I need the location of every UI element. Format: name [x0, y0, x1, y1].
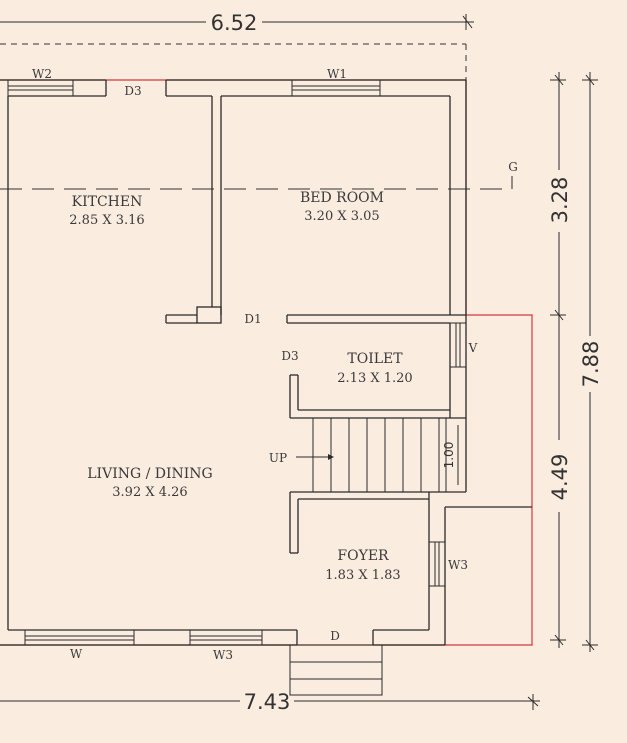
- roof-projection: [0, 43, 467, 80]
- dimension-lines: [0, 14, 598, 710]
- foyer-name: FOYER: [337, 548, 389, 564]
- dim-right-lower: 4.49: [548, 454, 572, 501]
- ventilator-v: [449, 322, 467, 368]
- label-w-bottom: W: [70, 647, 83, 661]
- foyer-size: 1.83 X 1.83: [325, 568, 400, 583]
- kitchen-name: KITCHEN: [72, 194, 143, 210]
- label-d1: D1: [244, 312, 261, 326]
- staircase: [296, 418, 447, 492]
- dim-right-total: 7.88: [579, 341, 603, 388]
- dim-top: 6.52: [211, 11, 258, 35]
- label-v: V: [468, 341, 478, 355]
- grid-label-g: G: [508, 160, 518, 174]
- bedroom-name: BED ROOM: [300, 190, 384, 206]
- window-w3-foyer: [428, 541, 446, 587]
- label-d3-toilet: D3: [281, 349, 298, 363]
- label-w2: W2: [32, 67, 52, 81]
- toilet-size: 2.13 X 1.20: [337, 371, 412, 386]
- toilet-name: TOILET: [347, 351, 403, 367]
- bedroom-size: 3.20 X 3.05: [304, 209, 379, 224]
- window-w3-bottom: [189, 629, 263, 646]
- label-w3-bottom: W3: [213, 648, 233, 662]
- living-name: LIVING / DINING: [87, 466, 213, 482]
- kitchen-size: 2.85 X 3.16: [69, 213, 144, 228]
- label-d3-top: D3: [124, 84, 141, 98]
- living-size: 3.92 X 4.26: [112, 485, 187, 500]
- entrance-steps: [289, 644, 383, 696]
- dim-bottom: 7.43: [244, 690, 291, 714]
- window-w2: [7, 79, 74, 97]
- window-w-bottom: [24, 629, 135, 646]
- label-w1: W1: [327, 67, 347, 81]
- label-w3-foyer: W3: [448, 558, 468, 572]
- internal-walls: [165, 96, 466, 554]
- label-up: UP: [269, 451, 287, 465]
- label-d-main: D: [330, 629, 340, 643]
- dim-right-upper: 3.28: [548, 177, 572, 224]
- window-w1: [291, 79, 381, 97]
- dim-stair: 1.00: [442, 442, 456, 469]
